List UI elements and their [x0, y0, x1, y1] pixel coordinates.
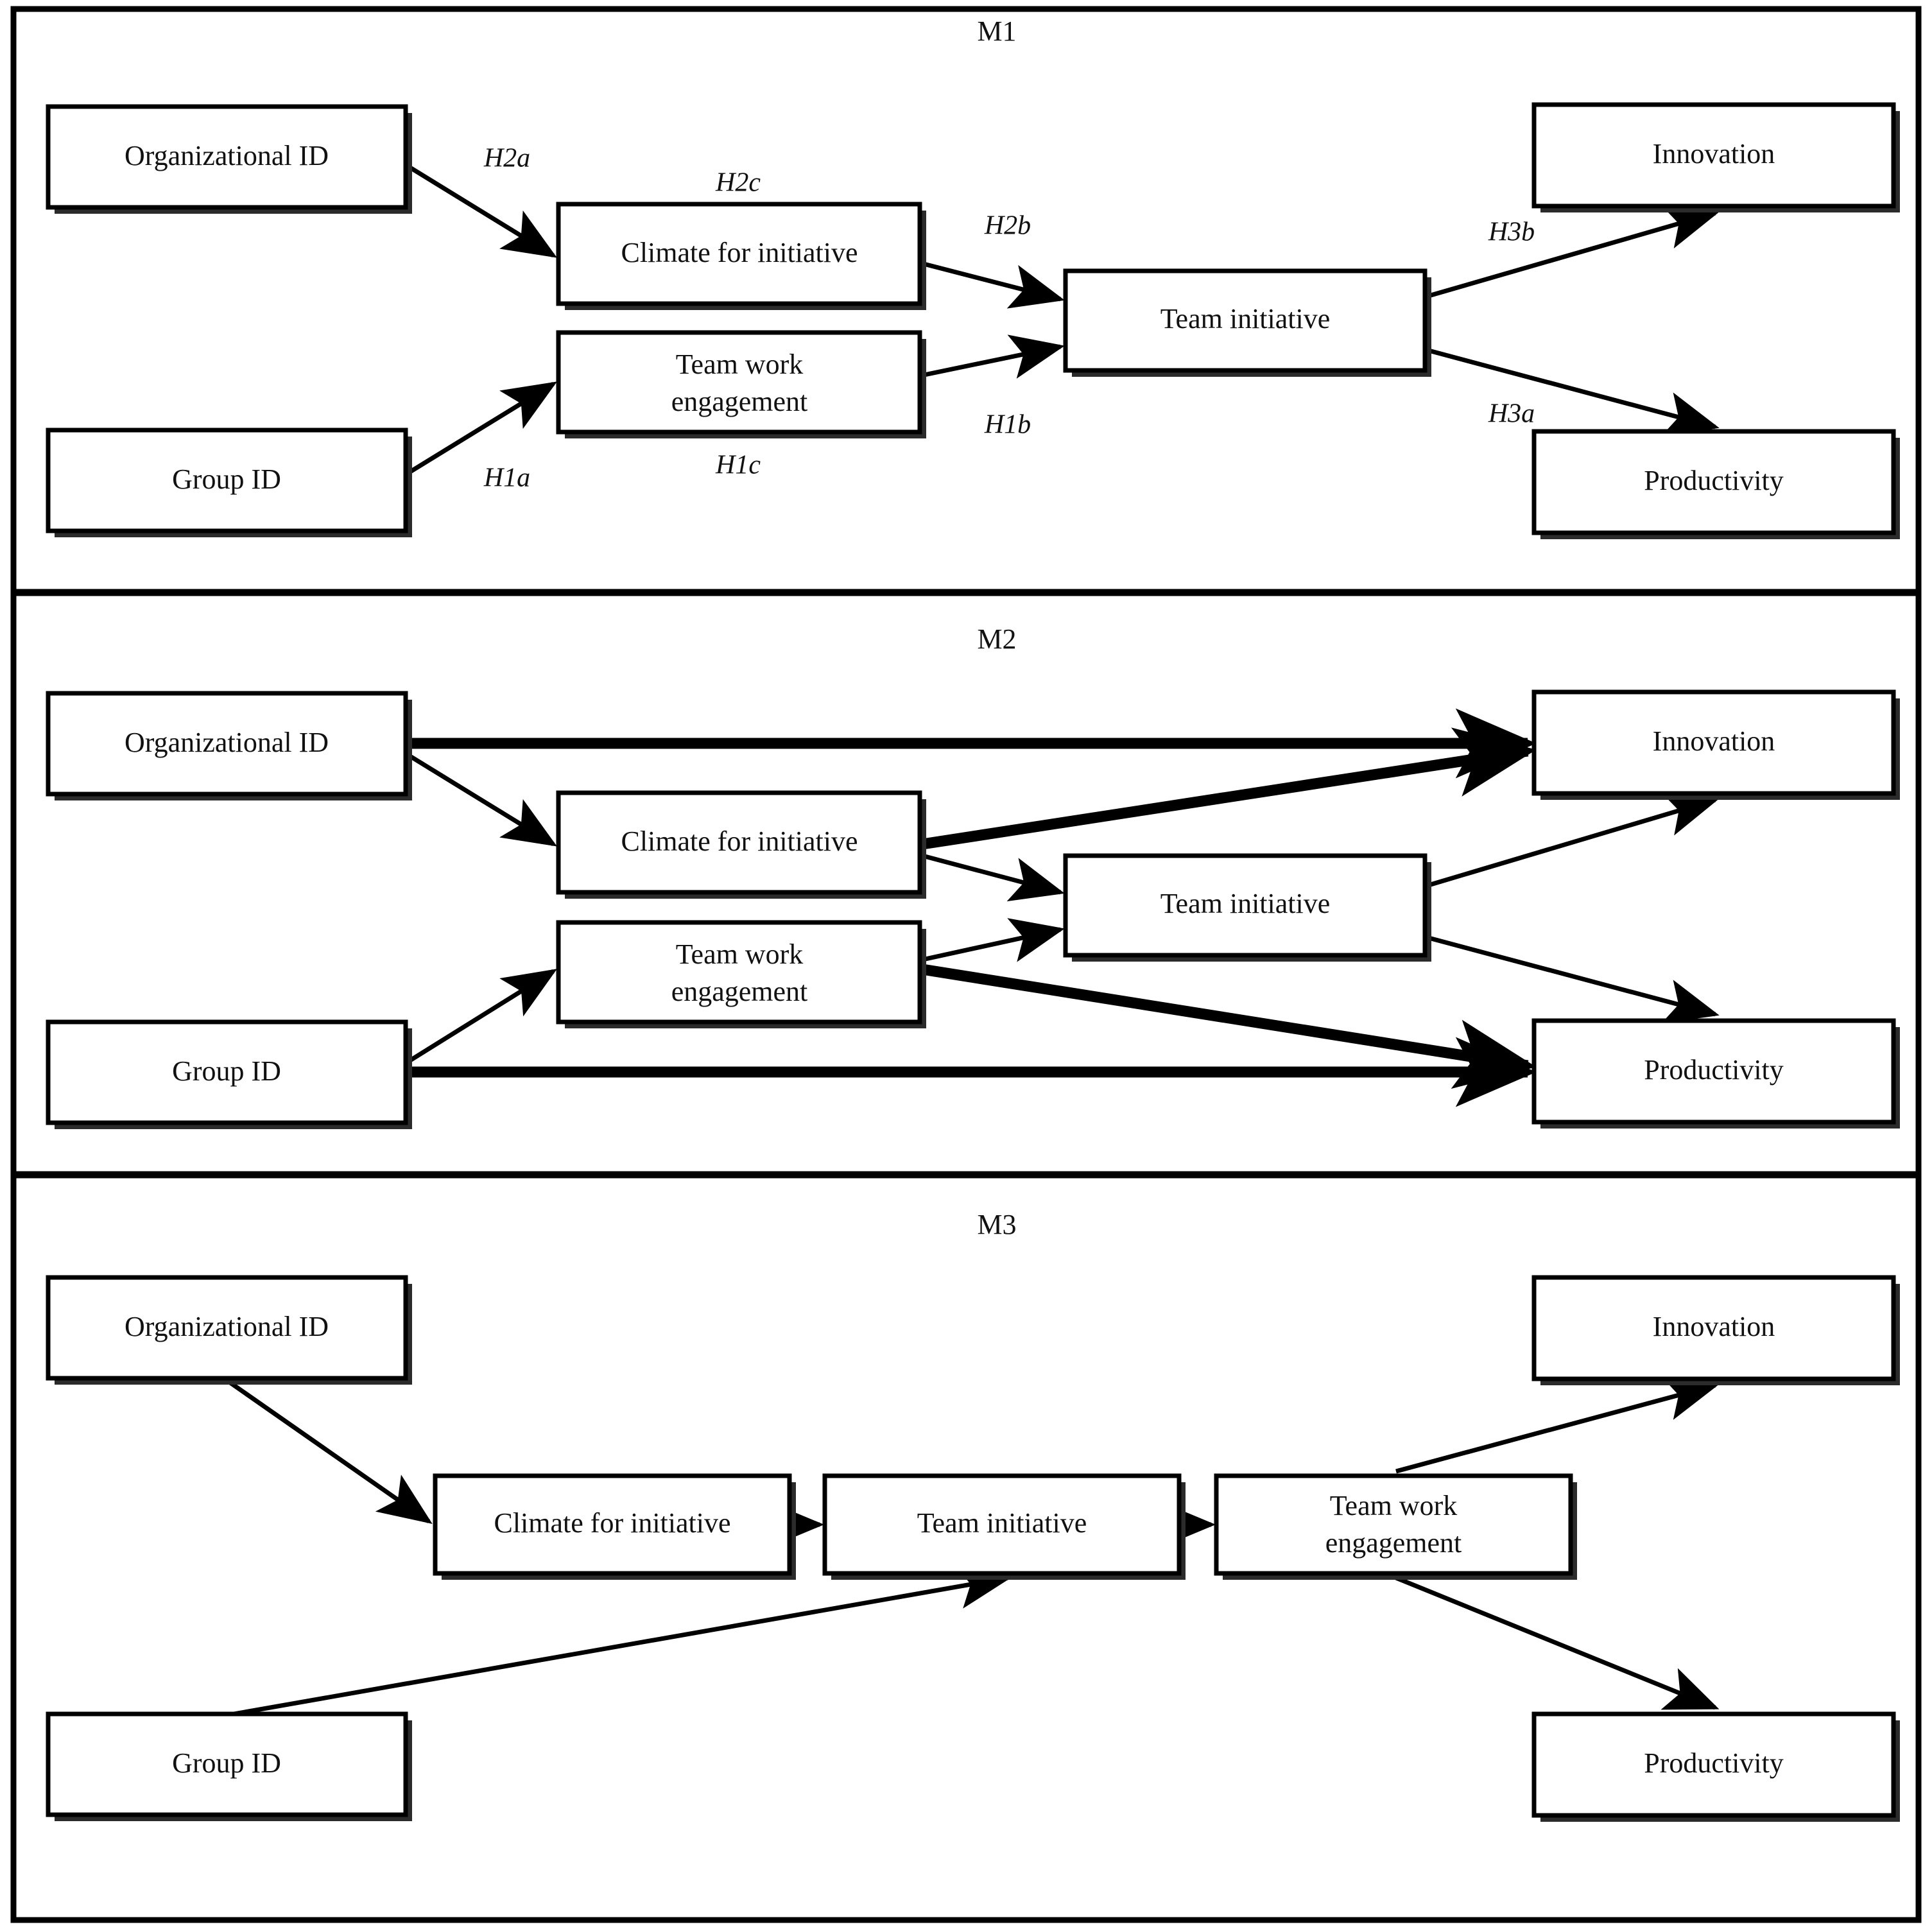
hypothesis-label-h2a: H2a: [483, 144, 530, 173]
node-label: Team initiative: [1160, 888, 1331, 919]
node-label: Productivity: [1644, 465, 1784, 496]
hypothesis-label-h3a: H3a: [1488, 399, 1535, 429]
node-m3-innovation[interactable]: Innovation: [1531, 1275, 1900, 1385]
node-label-line-1: Team work: [676, 349, 804, 380]
edge-group-id-to-teamwork: [406, 381, 557, 476]
edge-teamwork-to-team-initiative: [920, 334, 1065, 379]
edge-climate-to-team-initiative: [920, 261, 1065, 309]
panel-m1-title: M1: [977, 15, 1016, 47]
hypothesis-label-h3b: H3b: [1488, 218, 1535, 247]
figure-frame: [10, 6, 1922, 1923]
panel-m2-title: M2: [977, 623, 1016, 655]
edge-team-initiative-to-productivity: [1426, 935, 1720, 1023]
node-label: Organizational ID: [125, 1311, 329, 1342]
panel-m1-edges: [406, 164, 1720, 476]
edge-organizational-id-to-climate: [406, 752, 557, 847]
node-m3-productivity[interactable]: Productivity: [1531, 1711, 1900, 1822]
node-label: Team initiative: [1160, 303, 1331, 334]
node-m1-climate[interactable]: Climate for initiative: [556, 202, 926, 310]
edge-teamwork-to-innovation: [1395, 1376, 1720, 1474]
edge-team-initiative-to-innovation: [1426, 792, 1720, 888]
node-m1-team-initiative[interactable]: Team initiative: [1063, 268, 1431, 377]
node-m3-climate[interactable]: Climate for initiative: [433, 1473, 796, 1580]
edge-climate-to-innovation: [921, 727, 1537, 850]
hypothesis-label-h1b: H1b: [984, 410, 1031, 440]
edge-team-initiative-to-productivity: [1426, 347, 1720, 436]
node-label-line-1: Team work: [1330, 1490, 1458, 1521]
panel-m3: M3 Organizational ID Group ID: [46, 1209, 1900, 1822]
node-m1-productivity[interactable]: Productivity: [1531, 429, 1900, 539]
panel-m1: M1 Organizational ID Group ID: [46, 15, 1900, 539]
node-m2-group-id[interactable]: Group ID: [46, 1019, 412, 1129]
node-label-line-2: engagement: [1325, 1527, 1462, 1559]
node-m1-organizational-id[interactable]: Organizational ID: [46, 104, 412, 214]
node-label: Team initiative: [917, 1507, 1087, 1539]
node-m2-teamwork[interactable]: Team work engagement: [556, 920, 926, 1028]
node-label: Organizational ID: [125, 140, 329, 171]
node-label: Group ID: [172, 463, 281, 495]
hypothesis-label-h2c: H2c: [715, 168, 761, 198]
node-m2-innovation[interactable]: Innovation: [1531, 689, 1900, 800]
node-m3-group-id[interactable]: Group ID: [46, 1711, 412, 1821]
hypothesis-label-h1c: H1c: [715, 451, 761, 480]
node-label-line-2: engagement: [671, 976, 808, 1007]
edge-organizational-id-to-climate: [406, 164, 557, 258]
node-m1-teamwork[interactable]: Team work engagement: [556, 330, 926, 438]
node-label: Productivity: [1644, 1054, 1784, 1086]
node-m2-productivity[interactable]: Productivity: [1531, 1018, 1900, 1129]
node-label: Innovation: [1653, 725, 1775, 757]
node-m3-teamwork[interactable]: Team work engagement: [1214, 1473, 1577, 1580]
node-label-line-1: Team work: [676, 939, 804, 970]
node-m2-organizational-id[interactable]: Organizational ID: [46, 691, 412, 800]
node-m1-innovation[interactable]: Innovation: [1531, 102, 1900, 212]
panel-m1-hypothesis-labels: H2a H2c H2b H1b H1c H1a H3b H3a: [483, 144, 1535, 493]
edge-group-id-to-team-initiative: [226, 1564, 1012, 1718]
node-m2-team-initiative[interactable]: Team initiative: [1063, 853, 1431, 962]
node-m3-team-initiative[interactable]: Team initiative: [822, 1473, 1186, 1580]
node-label: Innovation: [1653, 138, 1775, 169]
edge-climate-to-team-initiative: [922, 853, 1065, 902]
node-label: Productivity: [1644, 1747, 1784, 1779]
edge-organizational-id-to-climate: [225, 1378, 433, 1525]
node-label-line-2: engagement: [671, 386, 808, 417]
node-label: Climate for initiative: [494, 1507, 730, 1539]
panel-m2-edges: [406, 708, 1720, 1107]
node-label: Organizational ID: [125, 727, 329, 758]
node-label: Innovation: [1653, 1311, 1775, 1342]
edge-team-initiative-to-innovation: [1426, 205, 1720, 299]
node-m2-climate[interactable]: Climate for initiative: [556, 790, 926, 899]
edge-teamwork-to-productivity: [921, 964, 1537, 1089]
hypothesis-label-h1a: H1a: [483, 463, 530, 493]
panel-m2: M2 Organizational ID: [46, 623, 1900, 1129]
edge-group-id-to-teamwork: [406, 969, 557, 1064]
hypothesis-label-h2b: H2b: [984, 211, 1031, 241]
node-m3-organizational-id[interactable]: Organizational ID: [46, 1275, 412, 1385]
edge-teamwork-to-team-initiative: [922, 918, 1065, 962]
panel-m3-title: M3: [977, 1209, 1016, 1240]
panel-m3-edges: [225, 1376, 1720, 1718]
edge-teamwork-to-productivity: [1395, 1575, 1720, 1710]
node-label: Group ID: [172, 1055, 281, 1087]
node-m1-group-id[interactable]: Group ID: [46, 428, 412, 537]
node-label: Climate for initiative: [621, 826, 858, 857]
node-label: Group ID: [172, 1747, 281, 1779]
node-label: Climate for initiative: [621, 237, 858, 268]
